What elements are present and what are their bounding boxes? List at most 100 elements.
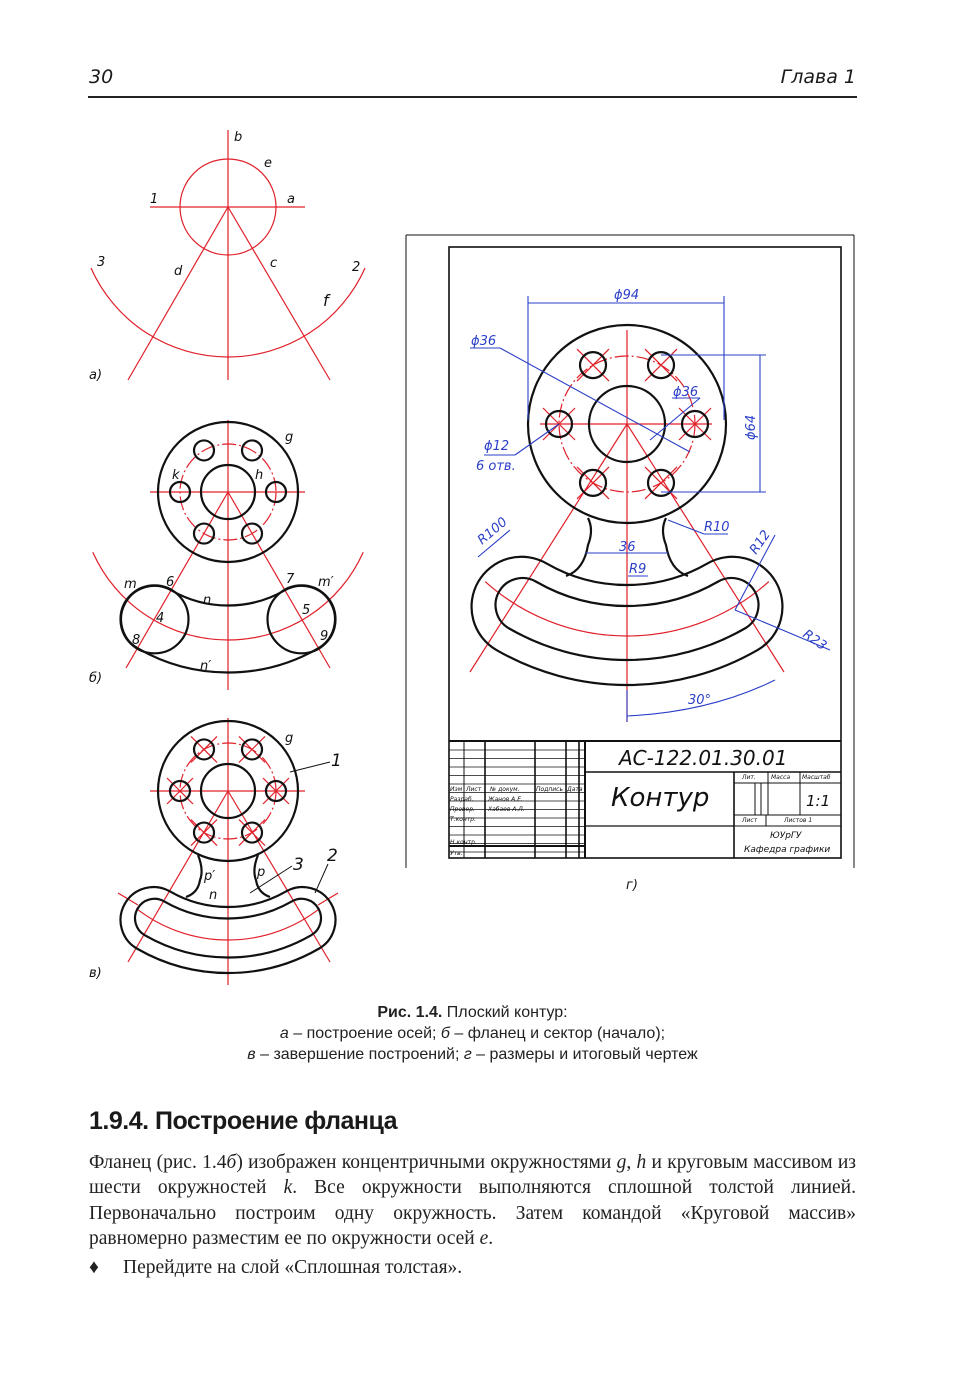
label-n: n bbox=[209, 888, 217, 903]
hole-circle bbox=[240, 522, 264, 545]
label-4: 4 bbox=[156, 611, 164, 626]
radial-axis bbox=[125, 491, 229, 669]
hole-circle bbox=[192, 821, 216, 844]
hole-axis bbox=[644, 466, 678, 500]
dim-angle-30: 30° bbox=[688, 693, 711, 708]
mass-label: Масса bbox=[771, 774, 790, 781]
leader-r12 bbox=[734, 534, 776, 611]
neck-line-left bbox=[185, 854, 203, 899]
lit-label: Лит. bbox=[741, 774, 756, 781]
hole-axis bbox=[166, 777, 194, 805]
radial-axis bbox=[626, 423, 785, 673]
hole-circle bbox=[192, 522, 216, 545]
bullet-item: ♦Перейдите на слой «Сплошная толстая». bbox=[89, 1257, 462, 1279]
figure-b: g k h m 6 n 7 m′ 4 5 8 9 n′ б) bbox=[89, 430, 334, 686]
label-1: 1 bbox=[150, 192, 158, 207]
hole-circle bbox=[646, 351, 676, 380]
leader-d36b bbox=[649, 397, 701, 441]
leader-d36 bbox=[499, 347, 691, 453]
caption-text: – завершение построений; bbox=[255, 1046, 464, 1063]
radial-axis bbox=[469, 423, 628, 673]
sector-slot-contour bbox=[494, 576, 760, 662]
label-k: k bbox=[172, 468, 180, 483]
radial-axis bbox=[127, 790, 229, 963]
hole-circle bbox=[578, 351, 608, 380]
subfigure-caption-a: а) bbox=[89, 368, 102, 383]
col-date: Дата bbox=[566, 786, 583, 793]
label-b: b bbox=[234, 130, 242, 145]
hole-axis bbox=[678, 407, 712, 441]
drawing-designation: АС-122.01.30.01 bbox=[617, 746, 787, 770]
hole-axis bbox=[576, 348, 610, 382]
hole-circle bbox=[264, 480, 288, 504]
dim-r23: R23 bbox=[800, 627, 830, 654]
subfigure-caption-d: г) bbox=[626, 878, 638, 893]
label-7: 7 bbox=[286, 572, 295, 587]
sector-axis-arc bbox=[90, 267, 366, 358]
end-circle bbox=[119, 584, 190, 655]
hole-axis bbox=[644, 348, 678, 382]
label-m: m bbox=[124, 577, 137, 592]
scale-label: Масштаб bbox=[802, 774, 831, 781]
hole-axis bbox=[262, 777, 290, 805]
organization: ЮУрГУ bbox=[770, 831, 802, 841]
sector-axis-arc bbox=[135, 907, 321, 941]
dim-r10: R10 bbox=[704, 520, 730, 535]
hole-circle bbox=[192, 738, 216, 761]
leader-r23 bbox=[734, 609, 831, 651]
label-p-prime: p′ bbox=[203, 869, 215, 884]
hole-circle bbox=[168, 779, 192, 803]
neck-line-right bbox=[661, 517, 689, 578]
caption-figure-number: Рис. 1.4. bbox=[377, 1004, 443, 1021]
hole-axis bbox=[238, 819, 266, 846]
label-3: 3 bbox=[97, 255, 105, 270]
figure-a: b e 1 a 3 d c 2 f а) bbox=[89, 130, 360, 383]
label-f: f bbox=[323, 291, 331, 310]
text: ) изображен концентричными окружностями bbox=[236, 1152, 617, 1173]
label-5: 5 bbox=[302, 603, 310, 618]
flange-inner-circle bbox=[587, 384, 667, 464]
leader-1 bbox=[289, 761, 331, 773]
dim-r100: R100 bbox=[475, 515, 511, 548]
leader-2 bbox=[314, 863, 329, 894]
text: g bbox=[616, 1152, 627, 1173]
hole-axis bbox=[238, 736, 266, 763]
label-c: c bbox=[270, 256, 277, 271]
radial-axis-c bbox=[227, 206, 331, 381]
caption-text: – фланец и сектор (начало); bbox=[449, 1025, 666, 1042]
dim-d64: ϕ64 bbox=[744, 415, 759, 440]
text: и круговым массивом из шести окружностей bbox=[89, 1152, 857, 1199]
hole-circle bbox=[240, 821, 264, 844]
row-razrab: Разраб. bbox=[450, 796, 474, 803]
title-block: АС-122.01.30.01 Контур Изм Лист № докум.… bbox=[450, 746, 831, 857]
dim-d36-right: ϕ36 bbox=[673, 385, 698, 400]
row-prover: Провер. bbox=[450, 806, 475, 813]
contour-lines bbox=[119, 246, 842, 975]
thin-lines bbox=[249, 234, 855, 894]
sector-axis-arc bbox=[484, 581, 770, 637]
caption-text: – размеры и итоговый чертеж bbox=[471, 1046, 698, 1063]
label-6: 6 bbox=[166, 575, 174, 590]
label-h: h bbox=[255, 468, 263, 483]
axis-circle-e bbox=[179, 158, 277, 256]
axis-lines bbox=[90, 130, 785, 985]
scale-value: 1:1 bbox=[806, 792, 830, 810]
dim-holes: 6 отв. bbox=[476, 459, 516, 474]
caption-title: Плоский контур: bbox=[442, 1004, 568, 1021]
text: h bbox=[636, 1152, 647, 1173]
caption-text: – построение осей; bbox=[288, 1025, 441, 1042]
sector-slot-contour bbox=[133, 897, 323, 959]
col-list: Лист bbox=[465, 786, 482, 793]
col-sign: Подпись bbox=[536, 786, 563, 793]
flange-outer-circle bbox=[526, 323, 728, 525]
hole-circle bbox=[168, 480, 192, 504]
header-rule bbox=[88, 96, 857, 98]
figure-1-4: b e 1 a 3 d c 2 f а) g k h m 6 n 7 m′ 4 … bbox=[89, 130, 855, 985]
text: б bbox=[226, 1152, 237, 1173]
hole-circle bbox=[680, 409, 710, 439]
text: k bbox=[283, 1177, 293, 1199]
subfigure-caption-b: б) bbox=[89, 671, 102, 686]
dim-36: 36 bbox=[619, 540, 636, 555]
figure-c: g 1 p′ p n 3 2 в) bbox=[89, 731, 342, 981]
flange-inner-circle bbox=[199, 762, 257, 820]
